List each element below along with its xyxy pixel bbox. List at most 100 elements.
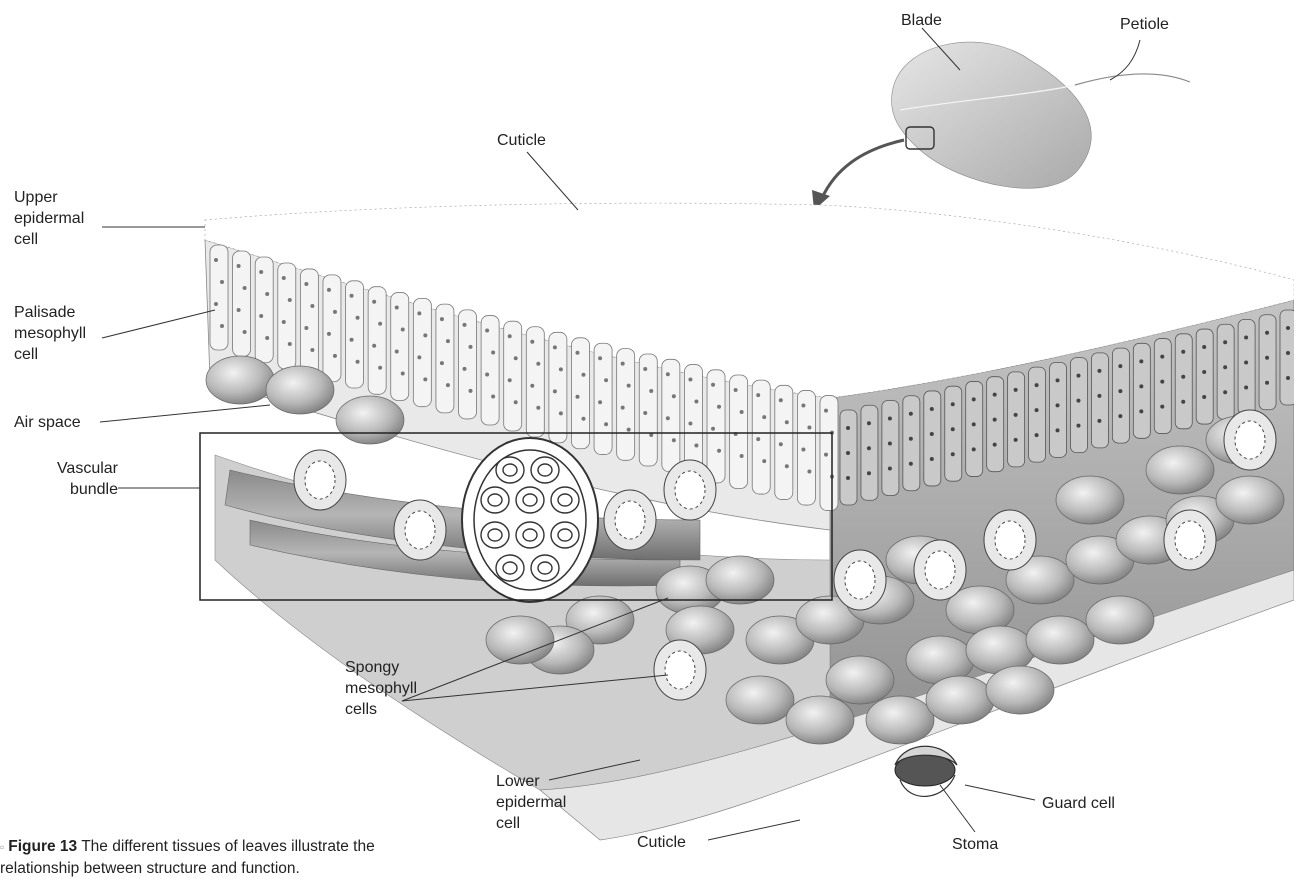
spongy-cell [1216, 476, 1284, 524]
chloroplast [930, 407, 934, 411]
chloroplast [888, 466, 892, 470]
chloroplast [1076, 424, 1080, 428]
palisade-cell [662, 359, 680, 471]
xylem-lumen [503, 562, 517, 574]
label-blade: Blade [901, 10, 942, 31]
chloroplast [867, 421, 871, 425]
chloroplast [1056, 428, 1060, 432]
chloroplast [559, 367, 563, 371]
chloroplast [1139, 384, 1143, 388]
chloroplast [993, 443, 997, 447]
chloroplast [491, 351, 495, 355]
ring-cell [294, 450, 346, 510]
palisade-cell-side [1112, 348, 1129, 443]
chloroplast [649, 389, 653, 393]
chloroplast [1118, 364, 1122, 368]
chloroplast [801, 447, 805, 451]
chloroplast [824, 409, 828, 413]
chloroplast [288, 298, 292, 302]
chloroplast [694, 444, 698, 448]
chloroplast [1223, 365, 1227, 369]
chloroplast [1286, 376, 1290, 380]
ring-cell [1164, 510, 1216, 570]
chloroplast [643, 411, 647, 415]
xylem-lumen [558, 529, 572, 541]
chloroplast [356, 316, 360, 320]
label-lower-epidermal-line2: epidermal [496, 792, 566, 813]
chloroplast [514, 356, 518, 360]
palisade-cell-side [987, 377, 1004, 472]
chloroplast [1035, 433, 1039, 437]
chloroplast [779, 398, 783, 402]
ring-cell-inner [845, 561, 875, 599]
palisade-cell-side [840, 410, 857, 505]
palisade-cell [481, 316, 499, 425]
chloroplast [627, 384, 631, 388]
chloroplast [604, 422, 608, 426]
chloroplast [327, 332, 331, 336]
xylem-lumen [538, 562, 552, 574]
palisade-cell-side [861, 405, 878, 500]
chloroplast [972, 422, 976, 426]
label-spongy-line2: mesophyll [345, 678, 417, 699]
chloroplast [807, 469, 811, 473]
palisade-cell [210, 245, 228, 350]
chloroplast [417, 311, 421, 315]
spongy-cell [706, 556, 774, 604]
spongy-cell [1086, 596, 1154, 644]
chloroplast [575, 351, 579, 355]
xylem-lumen [523, 529, 537, 541]
ring-cell [984, 510, 1036, 570]
chloroplast [740, 410, 744, 414]
chloroplast [1265, 331, 1269, 335]
chloroplast [993, 418, 997, 422]
ring-cell [604, 490, 656, 550]
chloroplast [581, 417, 585, 421]
chloroplast [259, 314, 263, 318]
palisade-cell [752, 380, 770, 494]
palisade-cell-side [1008, 372, 1025, 467]
label-upper-epidermal-line3: cell [14, 229, 84, 250]
palisade-cell [820, 396, 838, 511]
ring-cell [394, 500, 446, 560]
chloroplast [951, 402, 955, 406]
palisade-cell [707, 370, 725, 483]
palisade-cell-side [1154, 339, 1171, 434]
chloroplast [237, 264, 241, 268]
label-palisade-line2: mesophyll [14, 323, 86, 344]
chloroplast [711, 427, 715, 431]
chloroplast [553, 389, 557, 393]
chloroplast [350, 338, 354, 342]
label-lower-epidermal: Lower epidermal cell [496, 771, 566, 834]
chloroplast [762, 459, 766, 463]
chloroplast [627, 428, 631, 432]
chloroplast [972, 447, 976, 451]
label-palisade-line1: Palisade [14, 302, 86, 323]
spongy-cell [866, 696, 934, 744]
palisade-cell [391, 293, 409, 401]
label-palisade: Palisade mesophyll cell [14, 302, 86, 365]
chloroplast [446, 339, 450, 343]
ring-cell-inner [995, 521, 1025, 559]
chloroplast [930, 457, 934, 461]
label-vascular-line1: Vascular [56, 458, 118, 479]
chloroplast [1160, 355, 1164, 359]
chloroplast [214, 302, 218, 306]
label-upper-epidermal: Upper epidermal cell [14, 187, 84, 250]
label-palisade-line3: cell [14, 344, 86, 365]
chloroplast [1181, 400, 1185, 404]
chloroplast [688, 378, 692, 382]
spongy-cell [786, 696, 854, 744]
ring-cell-inner [615, 501, 645, 539]
chloroplast [909, 437, 913, 441]
leader-cuticle-bottom [708, 820, 800, 840]
palisade-cell-side [1280, 310, 1294, 405]
palisade-cell [346, 281, 364, 388]
palisade-cell-side [945, 386, 962, 481]
chloroplast [909, 462, 913, 466]
chloroplast [734, 388, 738, 392]
palisade-cell [549, 332, 567, 443]
label-cuticle-bottom: Cuticle [637, 832, 686, 853]
figure-label: Figure 13 [8, 838, 77, 855]
